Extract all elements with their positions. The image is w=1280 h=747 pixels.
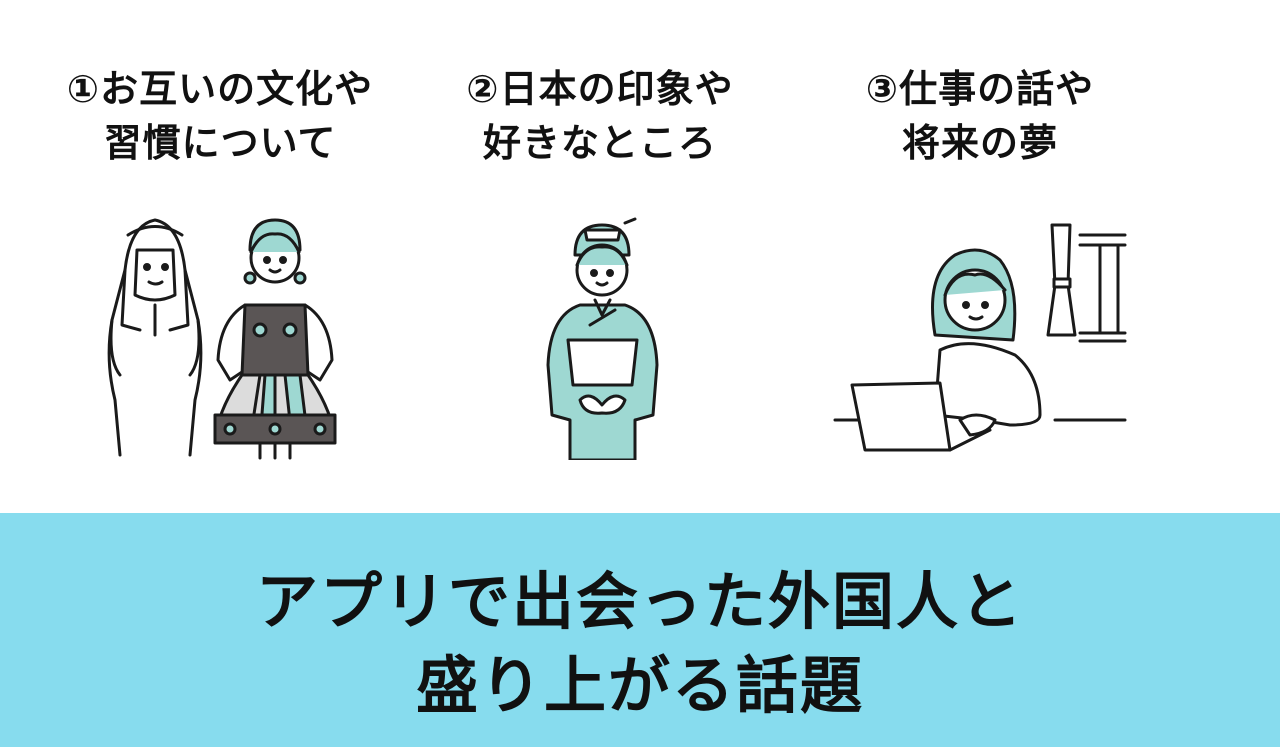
topic-japan-impression: ②日本の印象や 好きなところ xyxy=(410,62,790,170)
topic-work-dreams: ③仕事の話や 将来の夢 xyxy=(790,62,1170,170)
headline-line-1: アプリで出会った外国人と xyxy=(255,565,1024,638)
topic-culture: ①お互いの文化や 習慣について xyxy=(30,62,410,170)
topic-title-line: ①お互いの文化や xyxy=(66,67,374,111)
topic-title-line: ②日本の印象や xyxy=(466,67,734,111)
topic-title-line: 好きなところ xyxy=(482,121,717,165)
topic-title-line: 将来の夢 xyxy=(901,121,1058,165)
couple-illustration-icon xyxy=(107,218,337,460)
kimono-illustration-icon xyxy=(546,217,659,460)
topic-title-line: ③仕事の話や xyxy=(865,67,1095,111)
headline-banner: アプリで出会った外国人と 盛り上がる話題 xyxy=(0,513,1280,747)
topic-title-line: 習慣について xyxy=(103,121,337,165)
laptop-worker-illustration-icon xyxy=(833,223,1127,452)
headline-line-2: 盛り上がる話題 xyxy=(415,649,864,722)
